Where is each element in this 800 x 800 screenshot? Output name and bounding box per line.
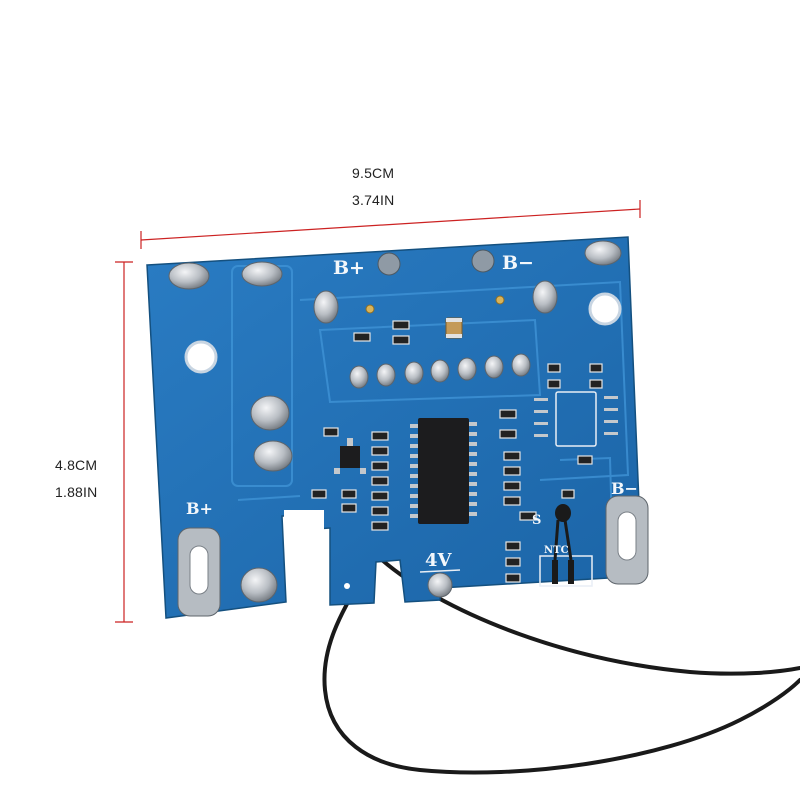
b-minus-top-label: B− (502, 252, 534, 274)
main-ic (410, 418, 477, 524)
terminal-slot-pads (177, 495, 649, 617)
capacitor (445, 317, 463, 339)
width-dimension-line (140, 200, 641, 249)
transistor (334, 438, 366, 474)
s-label: S (532, 513, 541, 528)
smd-components (311, 320, 603, 583)
ntc-label: NTC (544, 545, 569, 556)
width-cm-label: 9.5CM (352, 165, 395, 181)
b-plus-top-label: B+ (333, 257, 365, 279)
height-in-label: 1.88IN (55, 484, 98, 500)
top-vias (377, 249, 495, 276)
4v-bracket (419, 569, 461, 573)
ntc-wire (322, 558, 800, 775)
test-point (344, 583, 350, 589)
4v-label: 4V (425, 550, 453, 571)
solder-pads (168, 240, 622, 603)
balance-pin-row (349, 353, 531, 389)
b-minus-side-label: B− (611, 479, 638, 498)
pcb-board (146, 236, 643, 619)
height-dimension-line (115, 261, 133, 623)
ntc-connector (539, 504, 593, 587)
b-plus-side-label: B+ (186, 499, 213, 518)
board-slot (284, 510, 324, 540)
height-cm-label: 4.8CM (55, 457, 98, 473)
secondary-ic (534, 391, 618, 447)
mounting-holes (184, 292, 622, 374)
width-in-label: 3.74IN (352, 192, 395, 208)
gold-vias (365, 295, 505, 314)
